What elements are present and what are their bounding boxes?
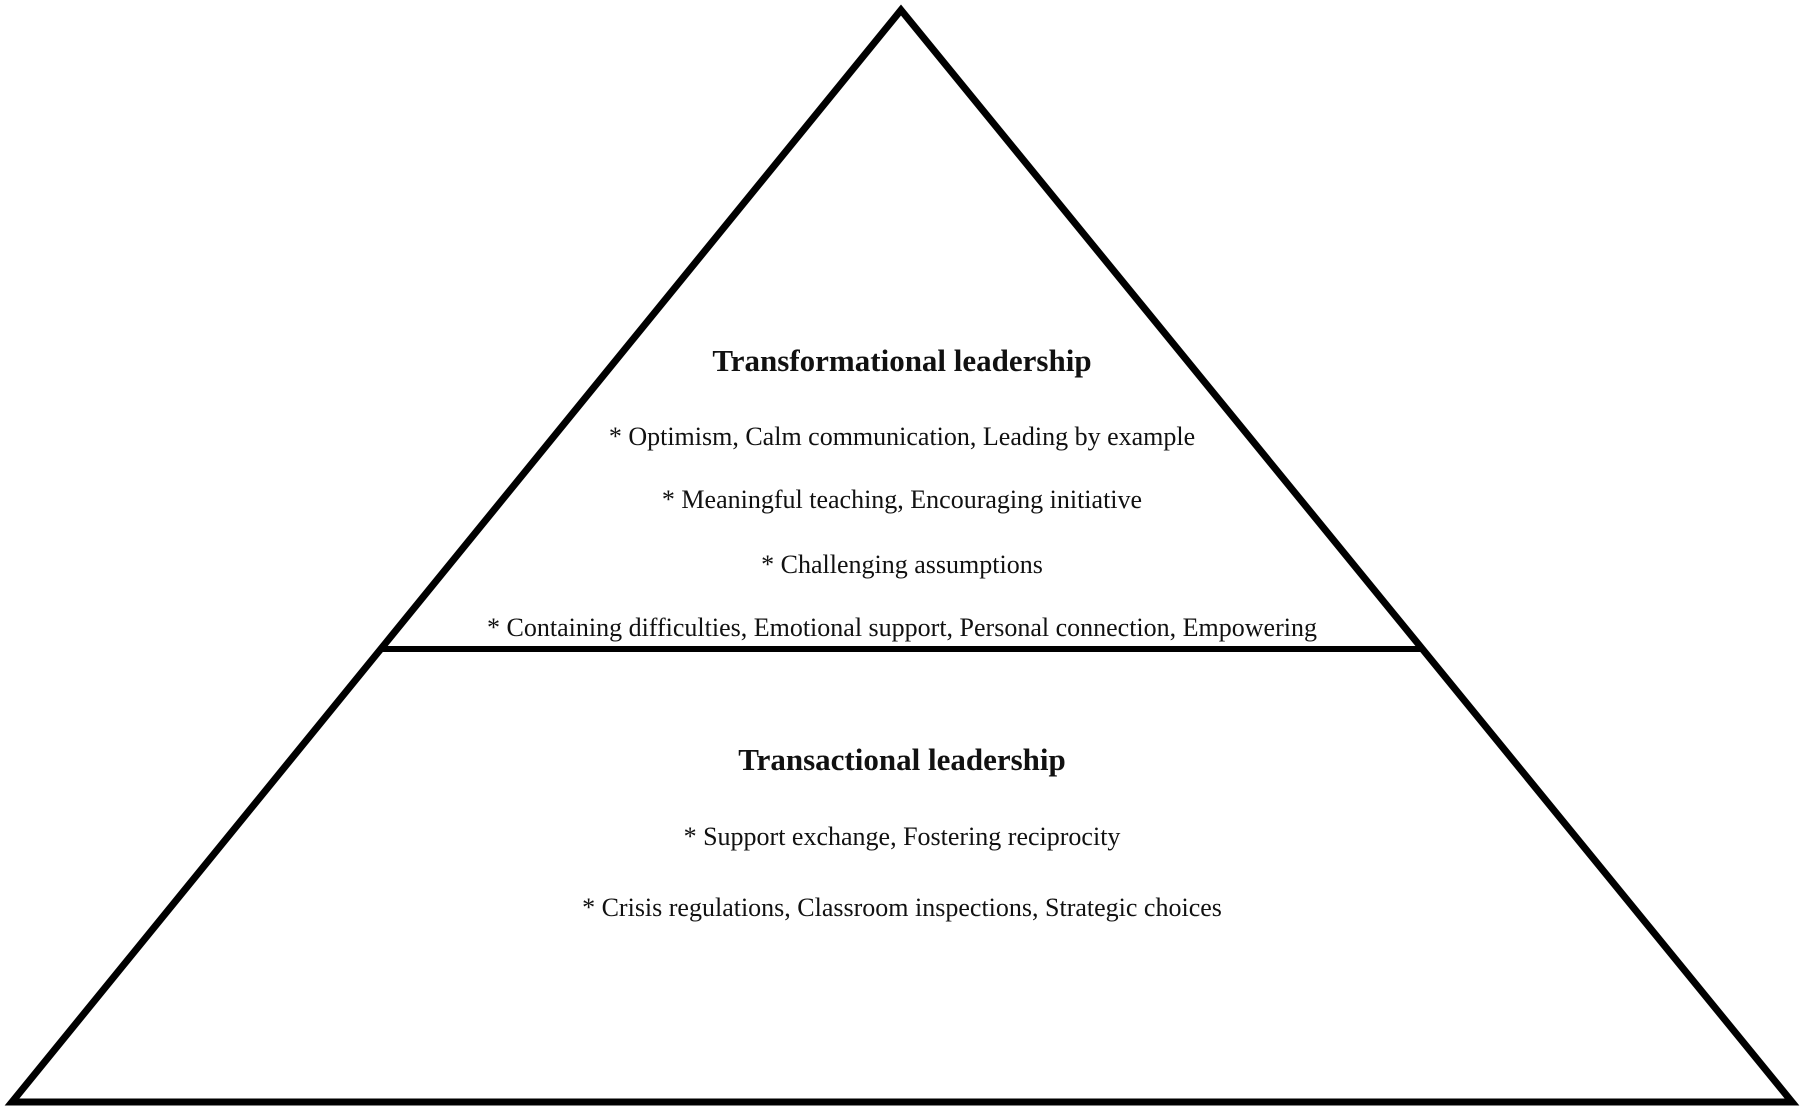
transformational-leadership-heading: Transformational leadership <box>712 343 1092 378</box>
transformational-item: * Optimism, Calm communication, Leading … <box>608 422 1196 451</box>
transactional-item: * Support exchange, Fostering reciprocit… <box>683 822 1121 851</box>
transformational-item: * Challenging assumptions <box>761 550 1043 579</box>
pyramid-outline <box>4 4 1800 1106</box>
transactional-leadership-heading: Transactional leadership <box>738 742 1066 777</box>
transformational-item: * Containing difficulties, Emotional sup… <box>487 613 1317 642</box>
transformational-item: * Meaningful teaching, Encouraging initi… <box>661 485 1143 514</box>
transactional-item: * Crisis regulations, Classroom inspecti… <box>582 893 1222 922</box>
